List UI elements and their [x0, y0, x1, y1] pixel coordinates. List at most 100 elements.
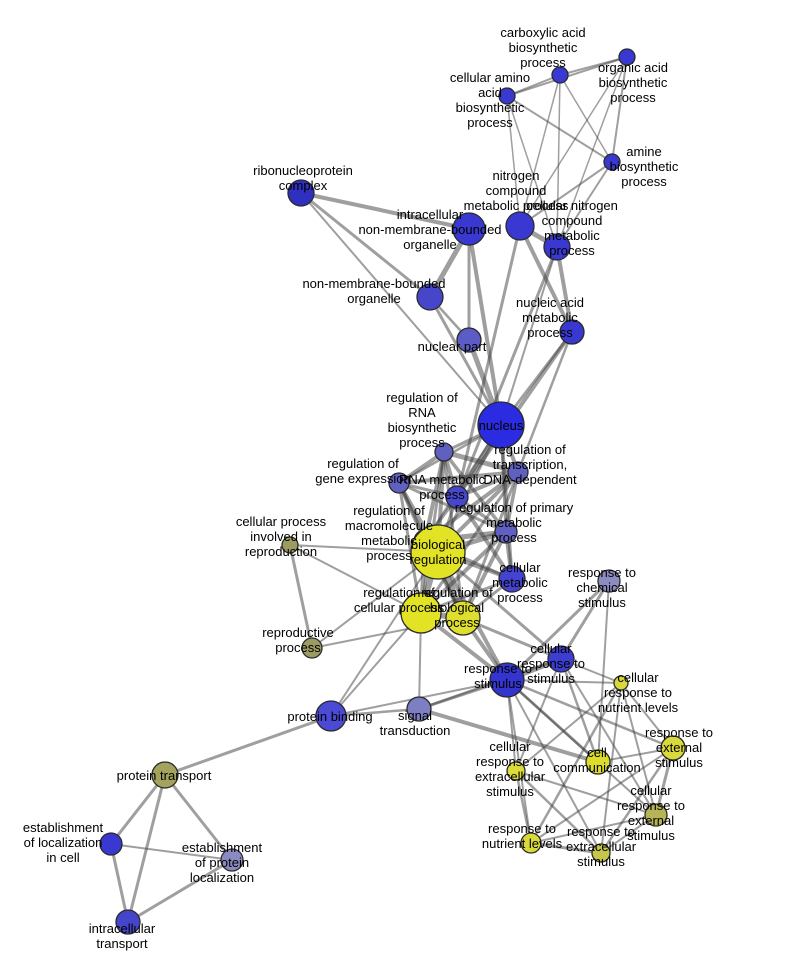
edge-rnp-inmbo	[299, 191, 471, 231]
node-nucleus[interactable]	[477, 401, 525, 449]
edge-rnp-nmbo	[299, 191, 432, 299]
edge-nitrogen-rnamet	[455, 224, 522, 499]
node-cellcomm[interactable]	[585, 749, 611, 775]
edge-regtrans-reggene	[397, 470, 520, 485]
node-respchem[interactable]	[597, 569, 621, 593]
edge-estprot-intratrans	[126, 858, 234, 924]
edge-cellrespstim-cellrespext	[560, 658, 657, 816]
node-regtrans[interactable]	[507, 461, 529, 483]
node-nucpart[interactable]	[456, 327, 482, 353]
node-nitrogen[interactable]	[505, 211, 535, 241]
node-regcellproc[interactable]	[400, 592, 442, 634]
edge-protbind-prottrans	[163, 714, 333, 777]
node-sigtrans[interactable]	[406, 696, 432, 722]
node-cellrespstim[interactable]	[547, 645, 575, 673]
edge-respchem-cellcomm	[597, 580, 610, 763]
edge-cellnitrogen-rnamet	[455, 245, 559, 499]
edge-protbind-regcellproc	[330, 612, 422, 717]
node-amine[interactable]	[603, 153, 621, 171]
node-prottrans[interactable]	[151, 761, 179, 789]
edge-prottrans-estloc	[109, 773, 167, 846]
edge-reggene-regcellproc	[397, 481, 423, 615]
edge-cellrespnutr-cellrespextra	[515, 682, 622, 772]
node-estprot[interactable]	[220, 848, 244, 872]
node-nucacid[interactable]	[559, 319, 585, 345]
node-rnamet[interactable]	[445, 485, 469, 509]
edge-respext-cellcomm	[597, 747, 674, 763]
node-respextra[interactable]	[591, 843, 611, 863]
edge-nucacid-regtrans	[516, 330, 574, 474]
node-nmbo[interactable]	[416, 283, 444, 311]
node-regbioproc[interactable]	[445, 600, 481, 636]
edge-cellrepro-repro	[288, 543, 314, 650]
edge-cellnitrogen-nucacid	[555, 245, 574, 334]
node-respstim[interactable]	[489, 662, 525, 698]
node-cellmet[interactable]	[498, 565, 526, 593]
node-cellrespextra[interactable]	[506, 761, 526, 781]
node-repro[interactable]	[301, 637, 323, 659]
edge-cellrespnutr-respext	[620, 682, 674, 749]
node-cellrepro[interactable]	[281, 536, 299, 554]
edge-cellrespnutr-respnutr	[529, 681, 623, 845]
edge-cellrespstim-respchem	[559, 579, 611, 661]
edge-organic-cellnitrogen	[556, 56, 628, 248]
edge-respstim-cellrespext	[506, 679, 657, 816]
node-estloc[interactable]	[99, 832, 123, 856]
node-regprimary[interactable]	[494, 520, 518, 544]
edge-regbioproc-cellrespstim	[461, 616, 563, 661]
node-regrna[interactable]	[434, 442, 454, 462]
edge-cellrespnutr-cellrespext	[620, 682, 657, 816]
node-reggene[interactable]	[388, 472, 410, 494]
edge-amino-nitrogen	[506, 95, 521, 227]
edge-prottrans-estprot	[163, 773, 234, 862]
nodes-layer	[99, 48, 686, 935]
edge-regrna-regtrans	[441, 449, 521, 475]
node-organic[interactable]	[618, 48, 636, 66]
node-inmbo[interactable]	[452, 212, 486, 246]
node-protbind[interactable]	[315, 700, 347, 732]
node-bioreg[interactable]	[410, 524, 466, 580]
node-label-nucpart: nuclear part	[418, 339, 487, 354]
edge-estloc-intratrans	[109, 842, 130, 924]
node-rnp[interactable]	[287, 179, 315, 207]
node-cellrespnutr[interactable]	[613, 675, 629, 691]
node-cellrespext[interactable]	[644, 803, 668, 827]
edge-amine-nitrogen	[519, 161, 613, 227]
node-respnutr[interactable]	[520, 832, 542, 854]
node-amino[interactable]	[498, 87, 516, 105]
edge-respnutr-cellrespext	[530, 814, 657, 844]
node-carboxylic[interactable]	[551, 66, 569, 84]
node-intratrans[interactable]	[115, 909, 141, 935]
edge-organic-nitrogen	[519, 56, 628, 227]
edge-respstim-respchem	[505, 579, 611, 682]
node-cellnitrogen[interactable]	[543, 233, 571, 261]
edge-nmbo-nucleus	[428, 295, 503, 427]
node-respext[interactable]	[660, 735, 686, 761]
edge-regrna-regprimary	[442, 450, 508, 534]
